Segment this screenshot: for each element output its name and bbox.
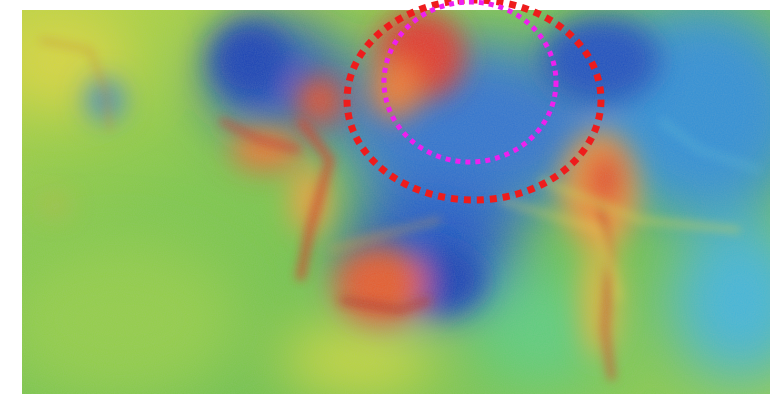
relief-texture	[22, 10, 770, 394]
outer-circle	[343, 0, 605, 204]
inner-circle	[381, 0, 559, 165]
